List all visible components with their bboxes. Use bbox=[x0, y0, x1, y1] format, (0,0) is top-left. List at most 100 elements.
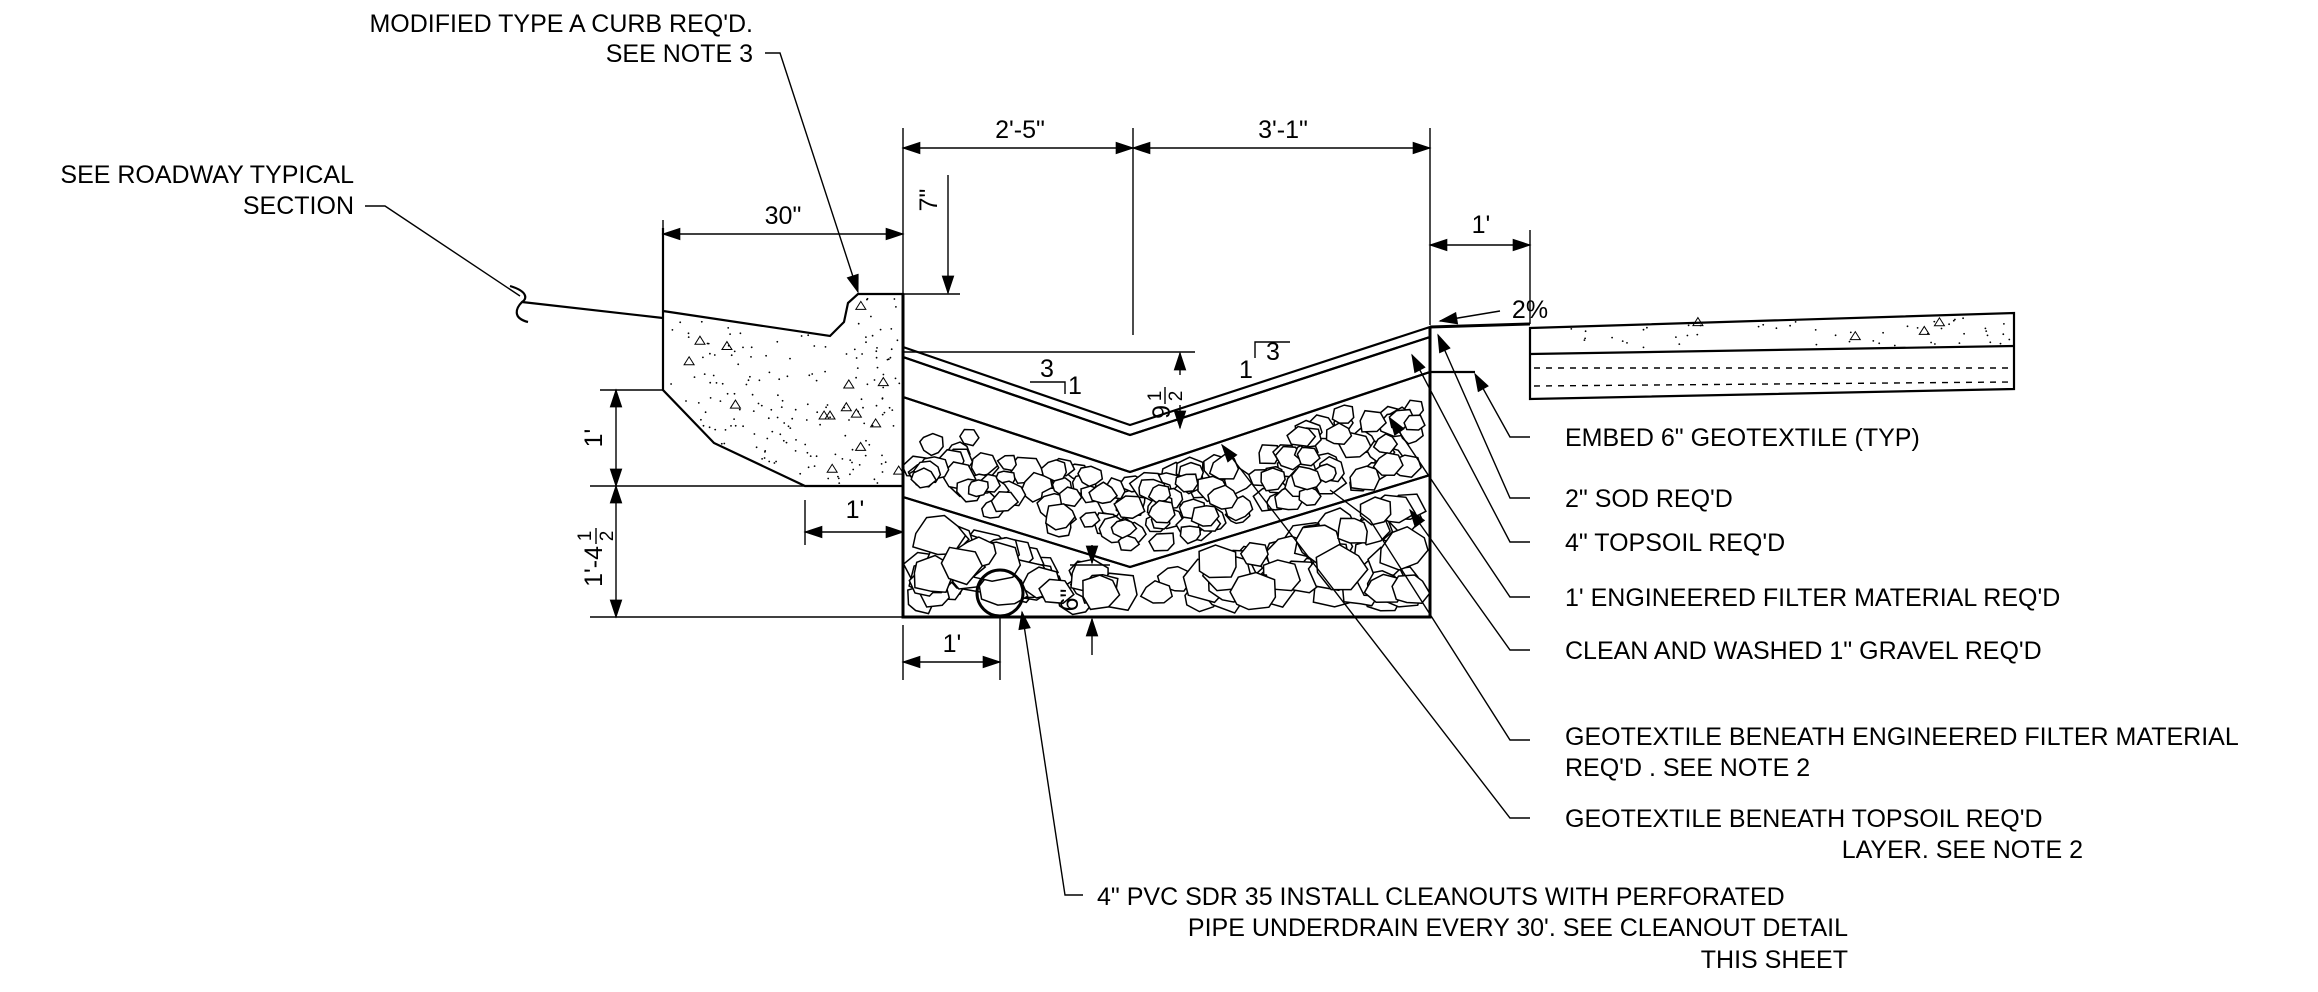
aggregate-dot bbox=[1757, 325, 1760, 328]
aggregate-dot bbox=[1699, 324, 1702, 327]
aggregate-dot bbox=[834, 453, 837, 456]
aggregate-dot bbox=[1916, 327, 1919, 329]
aggregate-dot bbox=[758, 379, 761, 382]
aggregate-dot bbox=[860, 398, 863, 401]
filter-stone bbox=[1372, 452, 1404, 476]
aggregate-dot bbox=[866, 298, 868, 301]
label-geo-filter-line1: GEOTEXTILE BENEATH ENGINEERED FILTER MAT… bbox=[1565, 723, 2239, 751]
dim-top-left: 2'-5" bbox=[995, 116, 1045, 144]
aggregate-dot bbox=[1927, 332, 1929, 335]
aggregate-dot bbox=[824, 346, 827, 348]
aggregate-dot bbox=[1872, 340, 1875, 342]
aggregate-dot bbox=[1954, 318, 1956, 321]
aggregate-dot bbox=[865, 341, 867, 344]
aggregate-dot bbox=[724, 429, 727, 431]
aggregate-dot bbox=[865, 439, 867, 442]
aggregate-dot bbox=[726, 392, 729, 395]
slope-left-rise: 1 bbox=[1068, 372, 1082, 400]
filter-stone bbox=[1359, 409, 1388, 433]
aggregate-dot bbox=[766, 437, 769, 440]
aggregate-dot bbox=[730, 425, 732, 427]
aggregate-dot bbox=[809, 455, 812, 457]
aggregate-dot bbox=[800, 335, 803, 337]
aggregate-dot bbox=[873, 379, 876, 381]
label-sod: 2" SOD REQ'D bbox=[1565, 485, 1733, 513]
aggregate-dot bbox=[845, 353, 848, 355]
aggregate-dot bbox=[768, 371, 771, 374]
aggregate-dot bbox=[882, 373, 885, 376]
filter-stone bbox=[918, 432, 944, 457]
svg-text:1: 1 bbox=[575, 531, 596, 542]
aggregate-dot bbox=[816, 411, 819, 414]
aggregate-dot bbox=[1794, 321, 1797, 323]
aggregate-dot bbox=[864, 454, 867, 457]
aggregate-dot bbox=[1906, 325, 1909, 328]
aggregate-dot bbox=[1989, 341, 1992, 344]
filter-stone bbox=[1290, 465, 1322, 491]
swale-section bbox=[901, 294, 1475, 619]
aggregate-dot bbox=[1675, 336, 1677, 338]
aggregate-dot bbox=[709, 381, 712, 384]
aggregate-mark bbox=[1918, 325, 1931, 335]
aggregate-dot bbox=[806, 451, 809, 454]
aggregate-dot bbox=[1962, 317, 1964, 320]
aggregate-dot bbox=[1948, 323, 1950, 326]
aggregate-dot bbox=[890, 348, 893, 351]
label-pvc-line2: PIPE UNDERDRAIN EVERY 30'. SEE CLEANOUT … bbox=[1188, 914, 1848, 942]
aggregate-dot bbox=[838, 482, 841, 484]
aggregate-dot bbox=[714, 428, 717, 431]
gravel-stone bbox=[1139, 579, 1174, 604]
right-roadway-slab bbox=[1429, 311, 2016, 401]
dim-curb-width: 30" bbox=[765, 202, 802, 230]
aggregate-dot bbox=[862, 406, 864, 409]
aggregate-dot bbox=[709, 397, 712, 399]
aggregate-dot bbox=[837, 477, 840, 480]
concrete-curb bbox=[661, 228, 905, 488]
aggregate-dot bbox=[715, 382, 718, 384]
aggregate-mark bbox=[854, 300, 867, 310]
aggregate-dot bbox=[1834, 334, 1837, 337]
dim-slope-pct: 2% bbox=[1512, 296, 1548, 324]
aggregate-dot bbox=[813, 465, 816, 467]
aggregate-dot bbox=[1686, 334, 1689, 337]
aggregate-dot bbox=[844, 434, 847, 437]
aggregate-dot bbox=[760, 404, 763, 407]
label-roadway-line1: SEE ROADWAY TYPICAL bbox=[60, 161, 354, 189]
dim-top-right: 3'-1" bbox=[1258, 116, 1308, 144]
filter-stone bbox=[959, 428, 980, 447]
aggregate-dot bbox=[876, 347, 878, 349]
dim-curb-base: 1' bbox=[846, 496, 865, 524]
aggregate-dot bbox=[704, 411, 707, 414]
aggregate-dot bbox=[873, 478, 876, 481]
dim-right-offset: 1' bbox=[1472, 211, 1491, 239]
aggregate-dot bbox=[876, 482, 879, 484]
aggregate-dot bbox=[851, 461, 853, 464]
aggregate-dot bbox=[886, 358, 889, 361]
aggregate-mark bbox=[854, 441, 867, 451]
aggregate-dot bbox=[1584, 330, 1587, 333]
aggregate-dot bbox=[1583, 339, 1586, 341]
filter-stone bbox=[967, 479, 989, 498]
aggregate-dot bbox=[849, 459, 852, 461]
aggregate-dot bbox=[702, 424, 705, 427]
aggregate-mark bbox=[721, 340, 733, 351]
aggregate-dot bbox=[870, 315, 872, 318]
break-symbol bbox=[509, 284, 529, 324]
aggregate-dot bbox=[875, 356, 878, 359]
aggregate-dot bbox=[747, 379, 750, 382]
aggregate-dot bbox=[851, 448, 854, 451]
gravel-stone bbox=[1198, 544, 1237, 579]
aggregate-dot bbox=[811, 373, 814, 375]
aggregate-dot bbox=[1646, 326, 1648, 329]
gravel-stone bbox=[1038, 578, 1075, 605]
aggregate-mark bbox=[729, 399, 742, 409]
aggregate-dot bbox=[1611, 336, 1613, 339]
gravel-stone bbox=[1239, 541, 1269, 568]
aggregate-dot bbox=[671, 329, 674, 331]
aggregate-dot bbox=[778, 378, 781, 381]
aggregate-dot bbox=[857, 322, 860, 325]
aggregate-dot bbox=[742, 346, 744, 349]
aggregate-dot bbox=[894, 377, 897, 380]
aggregate-dot bbox=[1986, 334, 1989, 337]
label-geo-filter-line2: REQ'D . SEE NOTE 2 bbox=[1565, 754, 1810, 782]
